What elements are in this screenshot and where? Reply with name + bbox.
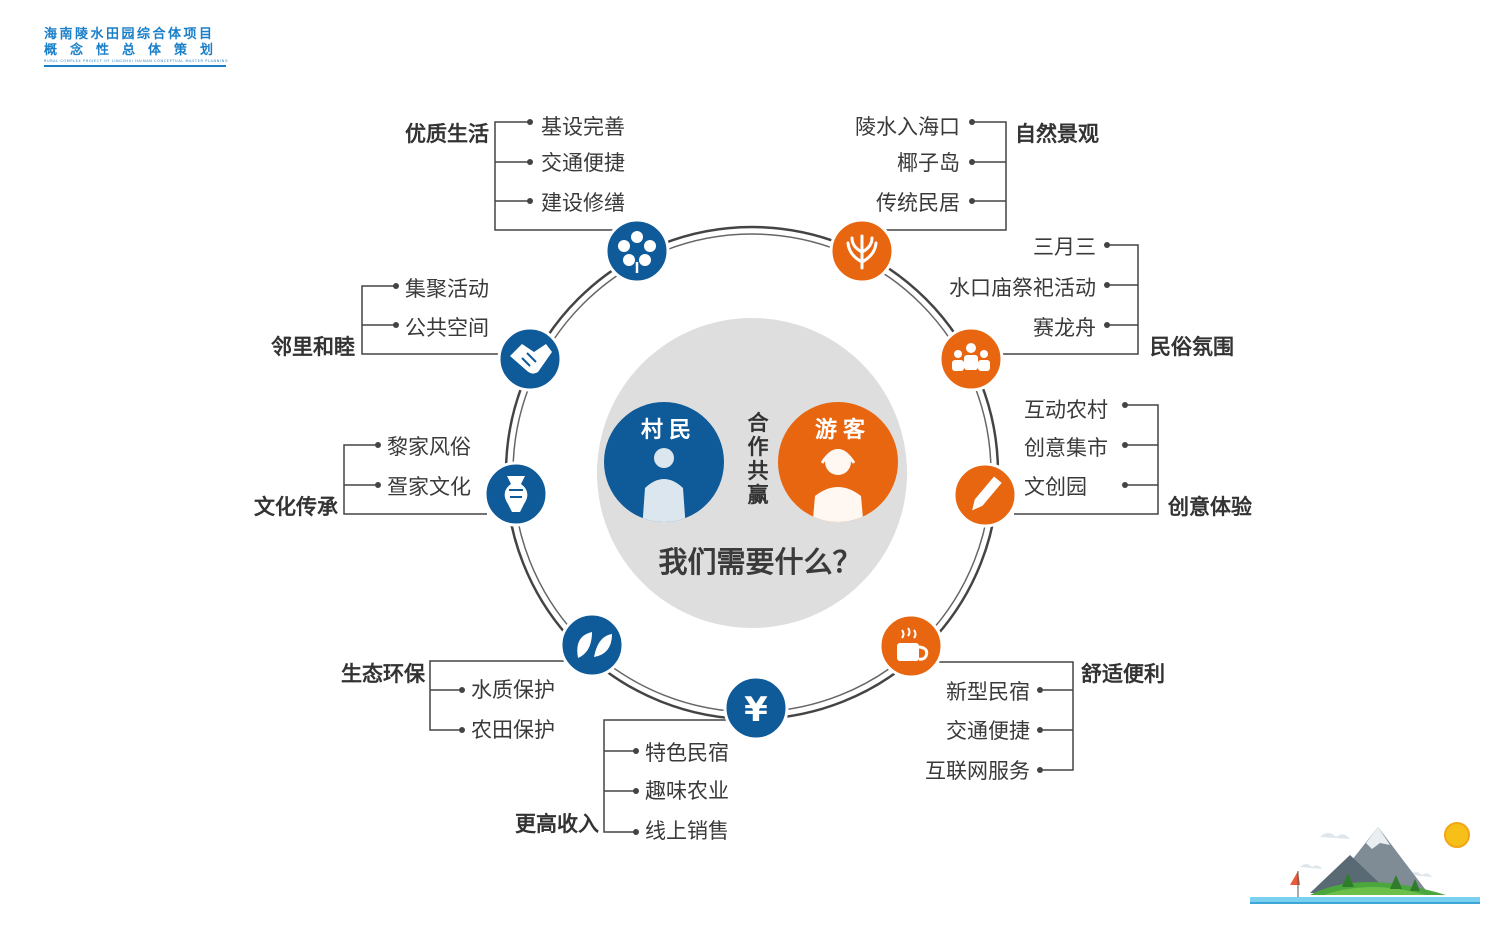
branch-culture <box>343 444 487 515</box>
center-disc <box>597 318 907 628</box>
cooperation-char-3: 共 <box>748 459 769 483</box>
cooperation-char-2: 作 <box>748 435 769 459</box>
category-creative-experience: 创意体验 <box>1167 495 1252 519</box>
plant-icon <box>829 218 895 284</box>
item-coconut-island: 椰子岛 <box>897 151 960 175</box>
tourist-label: 游客 <box>815 417 871 443</box>
villager-silhouette-icon <box>642 448 686 522</box>
item-farmland-protection: 农田保护 <box>471 718 555 742</box>
branch-neighbors <box>361 285 502 355</box>
leaf-icon <box>559 612 625 678</box>
logo-subtitle: 概念性总体策划 <box>44 43 227 58</box>
people-icon <box>938 326 1004 392</box>
category-culture: 文化传承 <box>254 495 338 519</box>
item-creative-park: 文创园 <box>1024 475 1087 499</box>
project-logo: 海南陵水田园综合体项目 概念性总体策划 RURAL COMPLEX PROJEC… <box>44 27 234 67</box>
item-internet-service: 互联网服务 <box>925 759 1030 783</box>
villager-label: 村民 <box>641 418 697 443</box>
item-danjia-culture: 疍家文化 <box>387 475 471 499</box>
item-featured-homestay: 特色民宿 <box>645 741 729 765</box>
item-water-protection: 水质保护 <box>471 678 555 702</box>
item-estuary: 陵水入海口 <box>855 115 960 139</box>
category-higher-income: 更高收入 <box>515 812 599 836</box>
item-public-space: 公共空间 <box>405 316 489 340</box>
category-folk-atmosphere: 民俗氛围 <box>1150 335 1234 359</box>
item-creative-market: 创意集市 <box>1024 436 1108 460</box>
item-infrastructure: 基设完善 <box>541 115 625 139</box>
tourist-badge: 游客 <box>778 402 898 522</box>
category-natural-scenery: 自然景观 <box>1015 122 1099 146</box>
center-question: 我们需要什么？ <box>658 545 861 579</box>
item-fun-agriculture: 趣味农业 <box>645 779 729 803</box>
item-dragon-boat: 赛龙舟 <box>1033 316 1096 340</box>
pencil-icon <box>952 462 1018 528</box>
item-sanyuesan: 三月三 <box>1033 235 1096 259</box>
item-temple-ritual: 水口庙祭祀活动 <box>949 276 1096 300</box>
branch-folk-atmosphere <box>1000 244 1139 355</box>
item-repair-construction: 建设修缮 <box>541 191 625 215</box>
villager-badge: 村民 <box>604 402 724 522</box>
yen-icon: ¥ <box>723 675 789 741</box>
landscape-illustration <box>1250 822 1480 904</box>
branch-higher-income <box>603 719 742 833</box>
cooperation-char-4: 赢 <box>748 483 769 507</box>
handshake-icon <box>497 326 563 392</box>
tourist-silhouette-icon <box>812 449 864 522</box>
item-online-sales: 线上销售 <box>645 819 729 843</box>
branch-creative-experience <box>1014 404 1159 515</box>
branch-comfort-convenience <box>911 661 1074 771</box>
category-comfort-convenience: 舒适便利 <box>1081 662 1165 686</box>
cup-icon <box>878 613 944 679</box>
item-traditional-dwellings: 传统民居 <box>876 191 960 215</box>
flower-icon <box>604 218 670 284</box>
item-traffic-convenient: 交通便捷 <box>946 719 1030 743</box>
item-gathering: 集聚活动 <box>405 277 489 301</box>
item-li-customs: 黎家风俗 <box>387 435 471 459</box>
category-ecology: 生态环保 <box>341 662 426 686</box>
logo-title: 海南陵水田园综合体项目 <box>44 27 215 42</box>
item-convenient-traffic: 交通便捷 <box>541 151 625 175</box>
item-interactive-village: 互动农村 <box>1024 398 1108 422</box>
branch-ecology <box>429 660 566 731</box>
category-quality-life: 优质生活 <box>405 122 489 146</box>
logo-english: RURAL COMPLEX PROJECT OF LINGSHUI HAINAN… <box>44 59 229 63</box>
svg-text:¥: ¥ <box>744 690 768 730</box>
vase-icon <box>483 461 549 527</box>
category-neighbors: 邻里和睦 <box>271 335 355 359</box>
item-new-homestay: 新型民宿 <box>946 680 1030 704</box>
logo-underline <box>44 65 226 67</box>
cooperation-char-1: 合 <box>748 411 770 435</box>
